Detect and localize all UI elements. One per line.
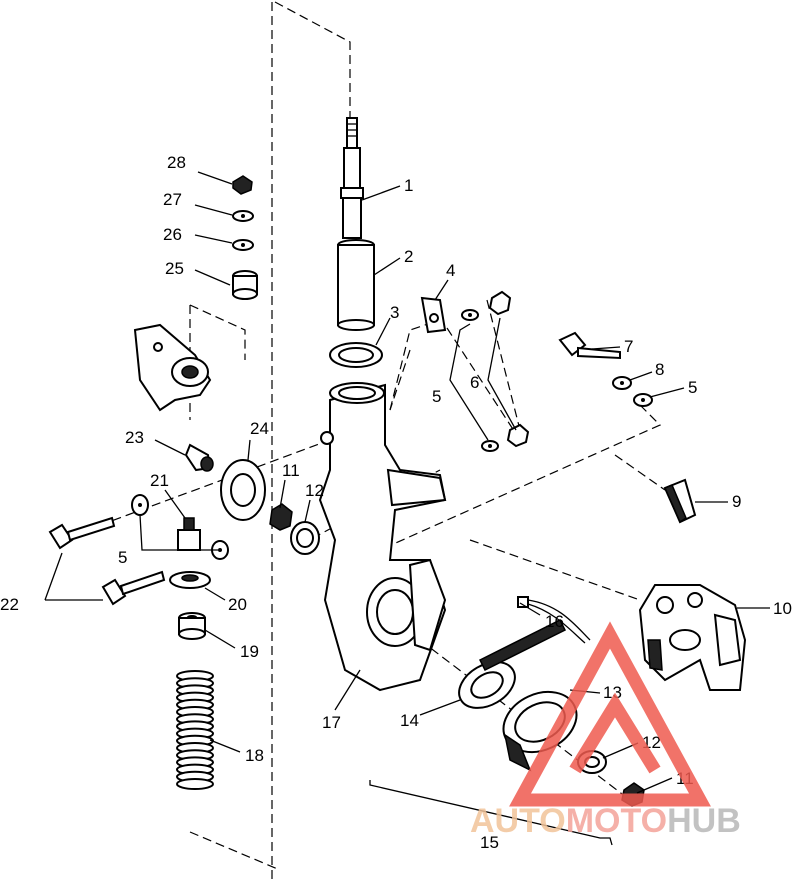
seal-24-part — [220, 459, 266, 521]
callout-20: 20 — [228, 595, 247, 614]
fastener-stack-part — [232, 175, 258, 300]
spring-seat-20-part — [169, 571, 211, 589]
callout-15: 15 — [480, 833, 499, 852]
watermark-auto-text: AUTO — [470, 802, 566, 840]
callout-5-middle: 5 — [432, 387, 441, 406]
callout-26: 26 — [163, 225, 182, 244]
bushing-19-part — [178, 612, 206, 640]
callout-16: 16 — [545, 612, 564, 631]
callout-12-upper: 12 — [305, 481, 324, 500]
callout-4: 4 — [446, 261, 455, 280]
spindle-housing-part — [318, 382, 447, 692]
washer-5-right-part — [633, 393, 653, 407]
callout-22: 22 — [0, 595, 19, 614]
bolt-22-upper-part — [48, 516, 116, 550]
callout-14: 14 — [400, 711, 419, 730]
watermark-moto-text: MOTO — [566, 802, 667, 840]
callout-1: 1 — [404, 176, 413, 195]
spring-18-part — [176, 670, 214, 790]
callout-11-upper: 11 — [282, 461, 300, 480]
callout-21: 21 — [150, 471, 169, 490]
caliper-part — [638, 584, 747, 691]
callout-8: 8 — [655, 360, 664, 379]
watermark-triangle-icon — [509, 621, 711, 807]
callout-23: 23 — [125, 428, 144, 447]
callout-10: 10 — [773, 599, 792, 618]
watermark-hub-text: HUB — [667, 802, 741, 840]
callout-5-left: 5 — [118, 548, 127, 567]
bolt-22-lower-part — [101, 570, 166, 606]
callout-28: 28 — [167, 153, 186, 172]
pad-part — [663, 478, 697, 524]
callout-25: 25 — [165, 259, 184, 278]
spring-coil — [176, 778, 214, 790]
callout-18: 18 — [245, 746, 264, 765]
nut-21-part — [177, 517, 201, 551]
seal-ring-part — [329, 342, 383, 368]
automotohub-watermark: AUTOMOTOHUB — [470, 621, 741, 840]
bushing-23-part — [184, 443, 214, 472]
nut-11-upper-part — [269, 503, 293, 531]
disc-part — [458, 618, 567, 709]
callout-6: 6 — [470, 373, 479, 392]
callout-2: 2 — [404, 247, 413, 266]
callout-7: 7 — [624, 337, 633, 356]
callout-19: 19 — [240, 642, 259, 661]
callout-24: 24 — [250, 419, 269, 438]
washer-8-part — [612, 376, 632, 390]
leader-lines — [44, 171, 770, 846]
upper-mount-part — [133, 323, 212, 412]
bracket-part — [420, 296, 447, 334]
svg-text:AUTOMOTOHUB: AUTOMOTOHUB — [470, 802, 741, 840]
callout-labels: 1 2 3 4 5 5 5 6 7 8 9 10 11 11 12 12 13 … — [0, 153, 792, 852]
washer-nut-right-part — [461, 290, 530, 452]
callout-27: 27 — [163, 190, 182, 209]
bolt-part — [558, 331, 621, 360]
callout-17: 17 — [322, 713, 341, 732]
stem-tube-part — [337, 239, 375, 331]
spacer-12-upper-part — [290, 521, 320, 555]
stem-shaft-part — [340, 117, 364, 239]
callout-9: 9 — [732, 492, 741, 511]
callout-3: 3 — [390, 303, 399, 322]
callout-5-right: 5 — [688, 378, 697, 397]
